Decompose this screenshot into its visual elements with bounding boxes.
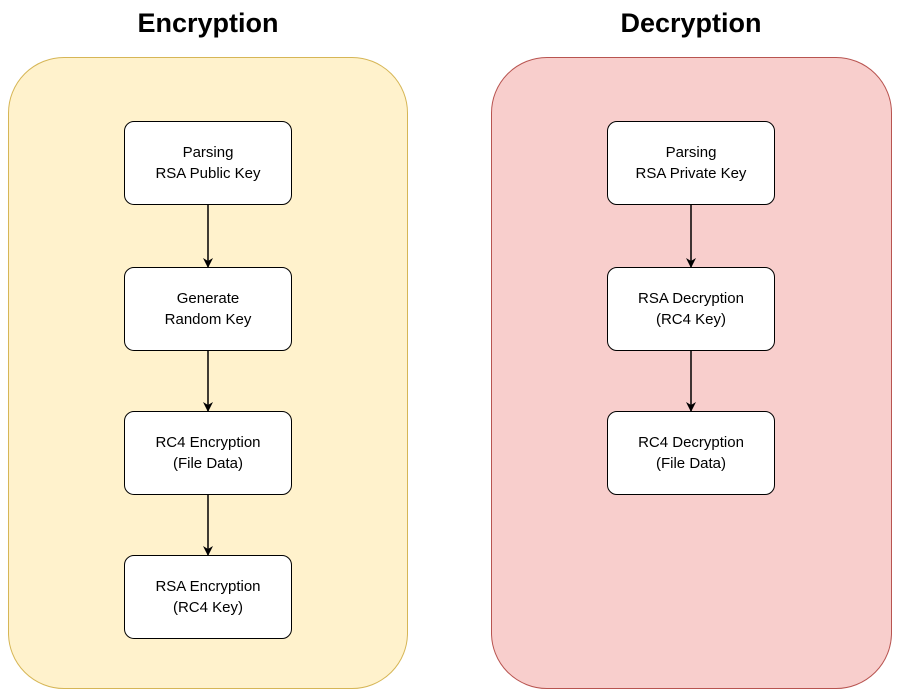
node-line1: Generate <box>176 290 240 307</box>
node-parse-private-key: Parsing RSA Private Key <box>607 121 775 205</box>
node-rsa-encryption: RSA Encryption (RC4 Key) <box>124 555 292 639</box>
node-rsa-decryption: RSA Decryption (RC4 Key) <box>607 267 775 351</box>
node-parse-public-key: Parsing RSA Public Key <box>124 121 292 205</box>
node-rc4-encryption: RC4 Encryption (File Data) <box>124 411 292 495</box>
node-line2: (RC4 Key) <box>655 311 726 328</box>
node-line2: Random Key <box>164 311 252 328</box>
node-line2: RSA Public Key <box>155 165 261 182</box>
node-line2: RSA Private Key <box>635 165 747 182</box>
node-line2: (File Data) <box>172 455 243 472</box>
node-line1: Parsing <box>665 144 717 161</box>
node-line2: (File Data) <box>655 455 726 472</box>
node-line1: RSA Decryption <box>638 290 744 307</box>
decryption-title: Decryption <box>620 8 762 38</box>
node-line1: RC4 Decryption <box>638 434 744 451</box>
node-generate-random-key: Generate Random Key <box>124 267 292 351</box>
node-rc4-decryption: RC4 Decryption (File Data) <box>607 411 775 495</box>
node-line1: Parsing <box>182 144 234 161</box>
node-line2: (RC4 Key) <box>172 599 243 616</box>
node-line1: RC4 Encryption <box>155 434 261 451</box>
node-line1: RSA Encryption <box>155 578 261 595</box>
encryption-title: Encryption <box>137 8 279 38</box>
